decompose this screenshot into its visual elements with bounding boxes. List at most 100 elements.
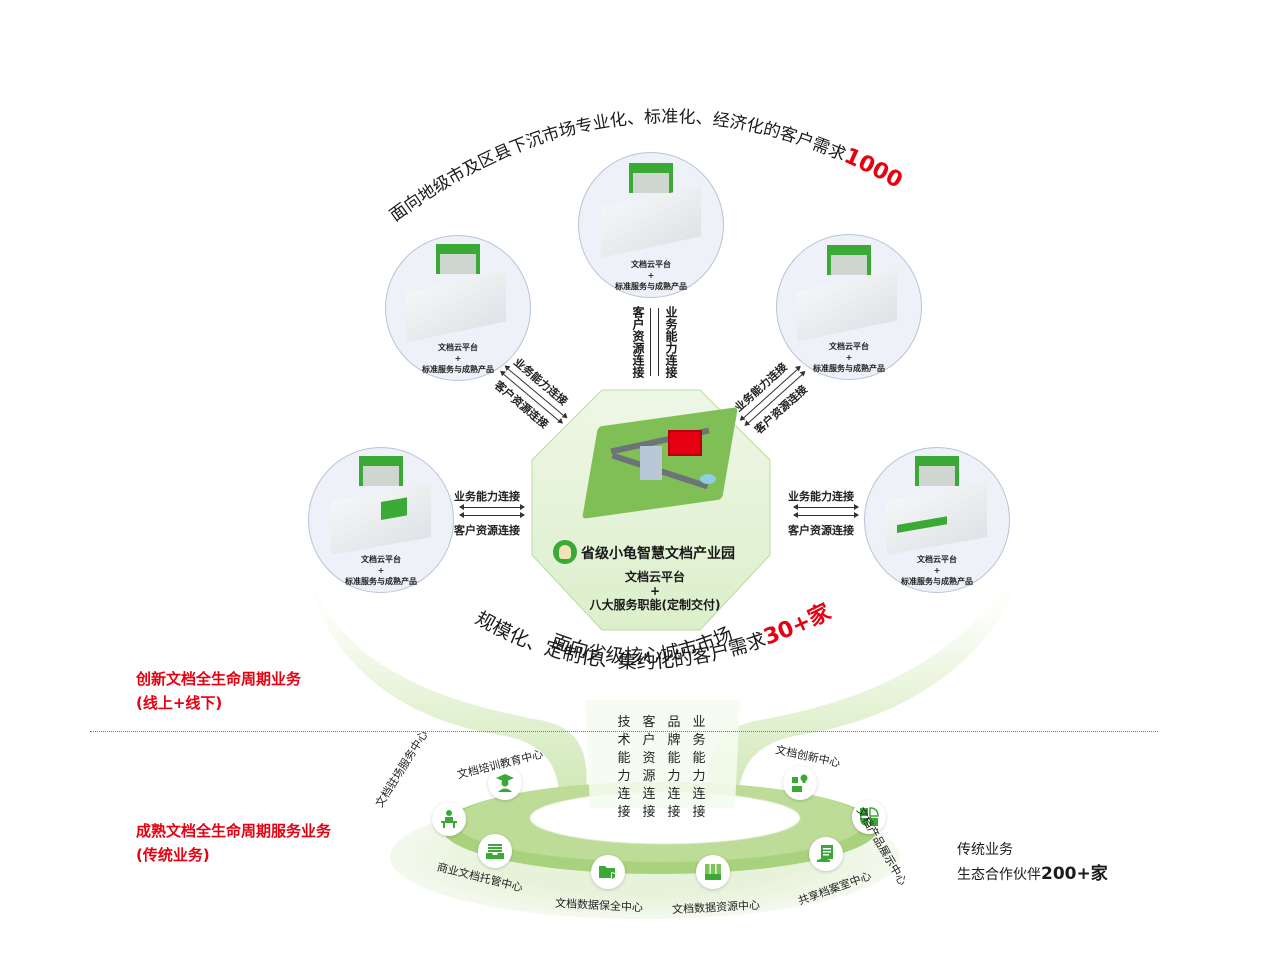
shopfront-image — [629, 163, 673, 193]
double-arrow — [793, 512, 859, 518]
folder-shield-icon — [591, 855, 625, 889]
stem-char: 连 — [692, 787, 706, 802]
node-line1: 文档云平台 — [917, 555, 957, 564]
stem-char: 能 — [692, 751, 706, 766]
desk-worker-icon — [432, 802, 466, 836]
node-plus: + — [454, 354, 462, 363]
double-arrow — [793, 504, 859, 510]
satellite-node-top: 文档云平台 + 标准服务与成熟产品 — [578, 152, 724, 298]
satellite-node-upper-left: 文档云平台 + 标准服务与成熟产品 — [385, 235, 531, 381]
stem-char: 户 — [642, 733, 656, 748]
connection-left: 业务能力连接 客户资源连接 — [452, 488, 532, 538]
satellite-node-right: 文档云平台 + 标准服务与成熟产品 — [864, 447, 1010, 593]
stem-char: 资 — [642, 751, 656, 766]
mature-subtitle: (传统业务) — [136, 846, 210, 864]
partners-count: 200+家 — [1041, 864, 1108, 884]
inbox-tray-icon — [478, 834, 512, 868]
connection-label: 客户资源连接 — [788, 524, 854, 537]
graduate-icon — [488, 766, 522, 800]
stem-char: 术 — [617, 733, 631, 748]
industrial-park-image — [580, 407, 740, 519]
stem-char: 连 — [642, 787, 656, 802]
innovation-title: 创新文档全生命周期业务 — [136, 670, 302, 688]
stem-char: 连 — [617, 787, 631, 802]
shopfront-image — [359, 456, 403, 486]
partners-line2: 生态合作伙伴200+家 — [957, 862, 1108, 887]
satellite-node-left: 文档云平台 + 标准服务与成熟产品 — [308, 447, 454, 593]
stem-char: 能 — [617, 751, 631, 766]
shopfront-image — [827, 245, 871, 275]
stem-column: 业务能力连接 — [692, 714, 706, 822]
shopfront-image — [915, 456, 959, 486]
connection-top-customer: 客户资源连接 — [631, 306, 645, 378]
stem-char: 接 — [692, 805, 706, 820]
double-arrow — [459, 504, 525, 510]
satellite-node-upper-right: 文档云平台 + 标准服务与成熟产品 — [776, 234, 922, 380]
vertical-arrow — [650, 308, 651, 376]
center-line2: 八大服务职能(定制交付) — [589, 598, 721, 612]
stem-char: 接 — [667, 805, 681, 820]
section-divider — [90, 731, 1158, 732]
connection-label: 业务能力连接 — [454, 490, 520, 503]
node-line2: 标准服务与成熟产品 — [345, 577, 417, 586]
innovation-business-label: 创新文档全生命周期业务 (线上+线下) — [136, 667, 301, 715]
connection-label: 业务能力连接 — [664, 306, 678, 378]
node-line1: 文档云平台 — [361, 555, 401, 564]
server-rack-icon — [696, 855, 730, 889]
svg-text:规模化、定制化、集约化的客户需求30+家: 规模化、定制化、集约化的客户需求30+家 — [472, 598, 836, 673]
connection-label: 客户资源连接 — [454, 524, 520, 537]
middle-arc-line2: 规模化、定制化、集约化的客户需求 — [472, 607, 769, 673]
stem-char: 力 — [667, 769, 681, 784]
connection-top-business: 业务能力连接 — [664, 306, 678, 378]
node-plus: + — [377, 566, 385, 575]
partners-line1: 传统业务 — [957, 842, 1013, 858]
node-line1: 文档云平台 — [438, 343, 478, 352]
stem-char: 源 — [642, 769, 656, 784]
turtle-logo-icon — [553, 540, 577, 564]
node-line2: 标准服务与成熟产品 — [813, 364, 885, 373]
stem-char: 品 — [667, 715, 681, 730]
center-title: 省级小龟智慧文档产业园 — [581, 546, 735, 562]
stem-char: 务 — [692, 733, 706, 748]
stem-char: 力 — [617, 769, 631, 784]
connection-label: 业务能力连接 — [788, 490, 854, 503]
stem-char: 能 — [667, 751, 681, 766]
stem-char: 技 — [617, 715, 631, 730]
stem-column: 技术能力连接 — [617, 714, 631, 822]
stem-char: 连 — [667, 787, 681, 802]
leaf-grid-icon — [852, 800, 886, 834]
stem-char: 业 — [692, 715, 706, 730]
innovation-subtitle: (线上+线下) — [136, 694, 223, 712]
stem-char: 客 — [642, 715, 656, 730]
stem-column: 客户资源连接 — [642, 714, 656, 822]
shopfront-image — [436, 244, 480, 274]
node-plus: + — [933, 566, 941, 575]
center-subtitle: 文档云平台 + 八大服务职能(定制交付) — [560, 570, 750, 612]
center-plus: + — [649, 584, 661, 598]
center-line1: 文档云平台 — [624, 570, 685, 584]
double-arrow — [459, 512, 525, 518]
node-line2: 标准服务与成熟产品 — [422, 365, 494, 374]
mature-title: 成熟文档全生命周期服务业务 — [136, 822, 332, 840]
node-line1: 文档云平台 — [829, 342, 869, 351]
stem-char: 牌 — [667, 733, 681, 748]
vertical-arrow — [658, 308, 659, 376]
node-plus: + — [845, 353, 853, 362]
partners-prefix: 生态合作伙伴 — [957, 867, 1041, 883]
stem-char: 接 — [642, 805, 656, 820]
node-line2: 标准服务与成熟产品 — [901, 577, 973, 586]
stem-char: 力 — [692, 769, 706, 784]
connection-label: 客户资源连接 — [631, 306, 645, 378]
node-plus: + — [647, 271, 655, 280]
node-line1: 文档云平台 — [631, 260, 671, 269]
idea-person-icon — [783, 766, 817, 800]
stem-char: 接 — [617, 805, 631, 820]
partners-summary: 传统业务 生态合作伙伴200+家 — [957, 838, 1108, 887]
document-hand-icon — [809, 837, 843, 871]
middle-arc-highlight: 30+家 — [760, 598, 835, 650]
connection-right: 业务能力连接 客户资源连接 — [786, 488, 866, 538]
node-line2: 标准服务与成熟产品 — [615, 282, 687, 291]
